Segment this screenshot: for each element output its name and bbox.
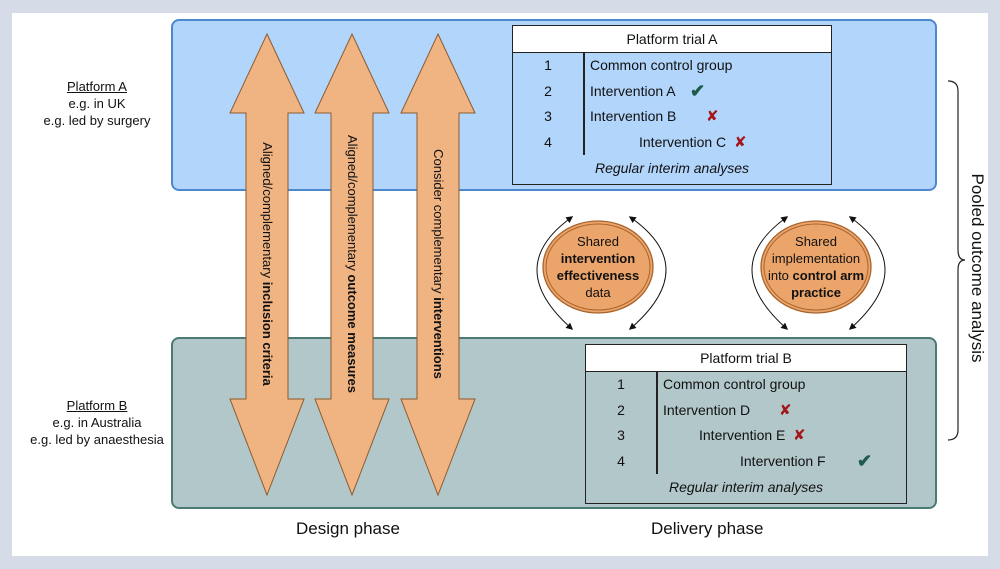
ellipse-line: effectiveness [556, 268, 640, 283]
arrow-label-inclusion: Aligned/complementary inclusion criteria [257, 44, 277, 484]
row-label: Intervention C [639, 133, 727, 150]
trial-b-footer: Regular interim analyses [668, 479, 824, 495]
check-icon: ✔ [690, 80, 706, 101]
trial-a-row: 1 Common control group [513, 53, 831, 79]
cross-icon: ✘ [734, 132, 747, 151]
row-number: 3 [617, 427, 625, 443]
row-label: Intervention D [663, 401, 751, 418]
arrow-label-interventions: Consider complementary interventions [428, 44, 448, 484]
shared-control-arm-text: Shared implementation into control arm p… [761, 233, 871, 301]
row-number: 1 [544, 57, 552, 73]
arrow-label-bold: outcome measures [345, 274, 360, 393]
check-icon: ✔ [857, 450, 873, 471]
ellipse-line: into control arm [761, 267, 871, 284]
diagram-graphics [229, 32, 966, 497]
design-phase-label: Design phase [296, 519, 400, 538]
ellipse-line: implementation [771, 251, 861, 266]
curved-arrow-icon [628, 216, 667, 330]
platform-trial-b-table: Platform trial B 1 Common control group … [585, 344, 907, 504]
platform-a-label: Platform A e.g. in UK e.g. led by surger… [12, 78, 182, 129]
trial-b-row: 2 Intervention D ✘ [586, 398, 906, 424]
row-label: Common control group [590, 57, 733, 73]
ellipse-bold: control arm [792, 268, 865, 283]
cross-icon: ✘ [779, 400, 792, 419]
trial-a-divider [583, 53, 585, 155]
ellipse-line: intervention [560, 251, 636, 266]
arrow-label-regular: Consider complementary [431, 149, 446, 298]
trial-a-row: 3 Intervention B ✘ [513, 104, 831, 130]
curved-arrow-icon [536, 216, 574, 330]
row-label: Intervention A [590, 82, 676, 99]
row-number: 1 [617, 376, 625, 392]
cross-icon: ✘ [793, 426, 806, 444]
curved-arrow-icon [848, 216, 886, 330]
shared-effectiveness-text: Shared intervention effectiveness data [543, 233, 653, 301]
double-arrow-inclusion-criteria [229, 32, 305, 497]
trial-a-footer: Regular interim analyses [594, 160, 750, 176]
row-number: 4 [544, 133, 552, 150]
platform-b-lead: e.g. led by anaesthesia [30, 432, 164, 447]
trial-b-row: 4 Intervention F ✔ [586, 449, 906, 475]
pooled-outcome-label: Pooled outcome analysis [968, 173, 987, 363]
arrow-label-bold: interventions [431, 297, 446, 379]
arrow-label-outcome: Aligned/complementary outcome measures [342, 44, 362, 484]
platform-b-name: Platform B [66, 398, 128, 413]
platform-b-country: e.g. in Australia [52, 415, 142, 430]
arrow-label-bold: inclusion criteria [260, 281, 275, 386]
platform-trial-a-table: Platform trial A 1 Common control group … [512, 25, 832, 185]
trial-a-row: 4 Intervention C ✘ [513, 130, 831, 156]
ellipse-line: Shared [577, 234, 619, 249]
platform-b-label: Platform B e.g. in Australia e.g. led by… [12, 397, 182, 448]
row-label: Intervention F [740, 452, 826, 469]
row-number: 4 [617, 452, 625, 469]
row-label: Intervention E [699, 427, 786, 443]
trial-a-title: Platform trial A [513, 26, 831, 53]
trial-b-title: Platform trial B [586, 345, 906, 372]
ellipse-regular: into [767, 268, 793, 283]
ellipse-line: practice [791, 285, 841, 300]
arrow-label-regular: Aligned/complementary [260, 142, 275, 282]
row-number: 2 [544, 82, 552, 99]
trial-b-row: 1 Common control group [586, 372, 906, 398]
cross-icon: ✘ [706, 107, 719, 125]
ellipse-line: data [585, 285, 611, 300]
trial-a-row: 2 Intervention A ✔ [513, 79, 831, 105]
shared-control-arm-ellipse [760, 220, 872, 314]
row-label: Common control group [663, 376, 806, 392]
row-number: 2 [617, 401, 625, 418]
ellipse-line: Shared [795, 234, 837, 249]
diagram-canvas: Platform A e.g. in UK e.g. led by surger… [12, 13, 988, 556]
platform-a-name: Platform A [67, 79, 127, 94]
trial-b-row: 3 Intervention E ✘ [586, 423, 906, 449]
pooled-brace-icon [947, 80, 966, 441]
row-label: Intervention B [590, 108, 677, 124]
double-arrow-interventions [400, 32, 476, 497]
arrow-label-regular: Aligned/complementary [345, 135, 360, 275]
delivery-phase-label: Delivery phase [651, 519, 764, 538]
trial-b-divider [656, 372, 658, 474]
row-number: 3 [544, 108, 552, 124]
platform-a-country: e.g. in UK [68, 96, 126, 111]
platform-a-lead: e.g. led by surgery [43, 113, 151, 128]
curved-arrow-icon [751, 216, 789, 330]
double-arrow-outcome-measures [314, 32, 390, 497]
